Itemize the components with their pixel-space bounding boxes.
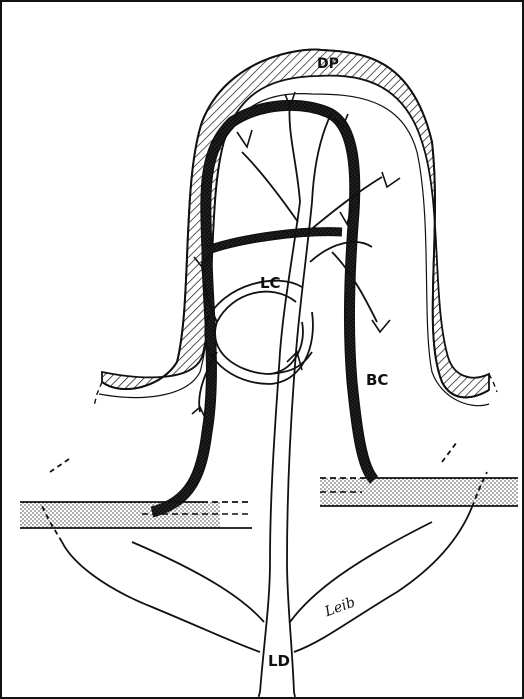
vessel-right — [320, 478, 518, 506]
label-dp: DP — [317, 56, 339, 72]
label-lc: LC — [260, 274, 281, 292]
lacteal — [40, 102, 487, 697]
vessel-left — [20, 502, 220, 528]
band-dashed-end-right — [489, 374, 497, 392]
artist-signature: Leib — [322, 594, 358, 620]
label-ld: LD — [268, 652, 290, 670]
label-bc: BC — [366, 371, 388, 389]
